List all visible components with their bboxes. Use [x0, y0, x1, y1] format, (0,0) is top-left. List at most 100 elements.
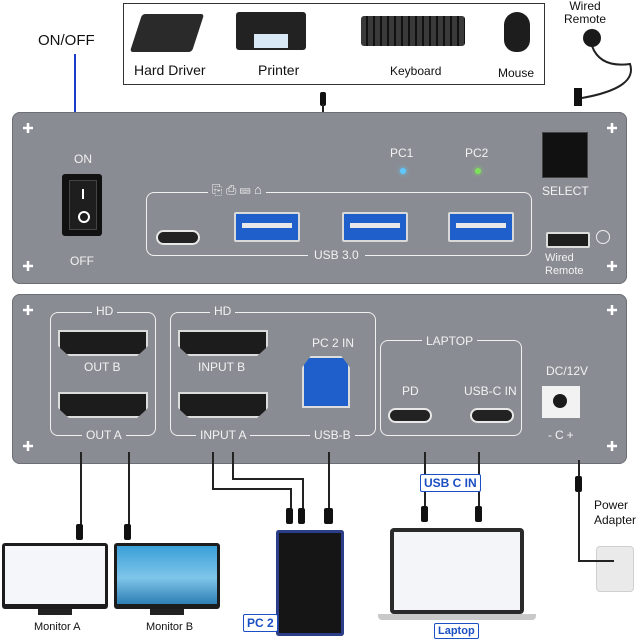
screw-icon: [23, 441, 33, 451]
cable-usb-b: [328, 452, 330, 510]
usb-c-port[interactable]: [156, 230, 200, 245]
usb-a-port-2[interactable]: [342, 212, 408, 242]
printer-paper-icon: [254, 34, 288, 48]
cable-plug: [421, 506, 428, 522]
cable-input-2h: [232, 478, 304, 480]
select-label: SELECT: [542, 184, 589, 198]
screw-icon: [607, 305, 617, 315]
pc2-label: PC2: [465, 146, 489, 160]
monitor-b: [114, 543, 220, 609]
usb-c-in-badge: USB C IN: [420, 474, 481, 492]
hdmi-input-a-port[interactable]: [178, 392, 268, 418]
switch-on-label: ON: [74, 152, 92, 166]
pd-label: PD: [402, 384, 419, 398]
cable-out-a-1: [80, 452, 82, 530]
screw-icon: [607, 123, 617, 133]
wired-remote-port-label: Wired Remote: [545, 252, 584, 277]
hdmi-out-b-port[interactable]: [58, 330, 148, 356]
cable-plug: [76, 524, 83, 540]
power-switch[interactable]: [62, 174, 102, 236]
top-panel: ON OFF PC1 PC2 SELECT USB 3.0 ⎘ ⎙ ⌨ ⌂ Wi…: [12, 112, 627, 284]
bottom-panel: HD OUT B OUT A HD INPUT B INPUT A PC 2 I…: [12, 294, 627, 464]
hard-driver-label: Hard Driver: [134, 62, 206, 78]
power-adapter-icon: [596, 546, 634, 592]
cable-plug: [298, 508, 305, 524]
pc1-label: PC1: [390, 146, 414, 160]
cable-plug: [286, 508, 293, 524]
keyboard-icon: [361, 16, 465, 46]
cable-input-2v: [302, 478, 304, 510]
out-a-label: OUT A: [82, 428, 126, 442]
screw-icon: [607, 441, 617, 451]
monitor-a: [2, 543, 108, 609]
on-off-callout: ON/OFF: [38, 32, 95, 49]
input-a-label: INPUT A: [196, 428, 251, 442]
screw-icon: [23, 261, 33, 271]
input-b-label: INPUT B: [198, 360, 246, 374]
keyboard-label: Keyboard: [390, 64, 442, 78]
hdmi-input-b-port[interactable]: [178, 330, 268, 356]
pc2-tower: [276, 530, 344, 636]
select-button[interactable]: [542, 132, 588, 178]
hd-out-label: HD: [92, 304, 118, 318]
dc-power-jack[interactable]: [542, 386, 580, 418]
monitor-b-screen: [117, 546, 217, 604]
switch-off-label: OFF: [70, 254, 94, 268]
out-b-label: OUT B: [84, 360, 121, 374]
cable-input-1h: [212, 488, 292, 490]
monitor-a-screen: [5, 546, 105, 604]
power-adapter-label: Power Adapter: [594, 498, 637, 527]
cable-plug: [575, 476, 582, 492]
polarity-label: -C+: [548, 428, 577, 442]
pc2-badge: PC 2: [243, 614, 278, 632]
usbc-in-label: USB-C IN: [464, 384, 517, 398]
printer-label: Printer: [258, 62, 300, 78]
peripheral-devices-box: Hard Driver Printer Keyboard Mouse: [123, 3, 545, 85]
pc1-led: [400, 168, 406, 174]
hd-input-group: [170, 312, 376, 436]
monitor-b-stand: [150, 609, 184, 615]
dc-label: DC/12V: [546, 364, 589, 378]
screw-icon: [23, 123, 33, 133]
cable-out-a-2: [128, 452, 130, 530]
laptop: [390, 528, 524, 614]
remote-jack-icon: [596, 230, 610, 244]
usb-c-in-port[interactable]: [470, 408, 514, 423]
usb-a-port-3[interactable]: [448, 212, 514, 242]
screw-icon: [607, 261, 617, 271]
cable-input-1: [212, 452, 214, 488]
cable-plug: [475, 506, 482, 522]
usb-b-label: USB-B: [310, 428, 355, 442]
wired-remote-port[interactable]: [546, 232, 590, 248]
usb-c-pd-port[interactable]: [388, 408, 432, 423]
monitor-b-label: Monitor B: [146, 621, 194, 633]
dc-jack-hole: [553, 394, 567, 408]
hd-in-label: HD: [210, 304, 236, 318]
usb-3-label: USB 3.0: [308, 248, 365, 262]
cable-plug: [124, 524, 131, 540]
power-switch-rocker: [69, 180, 97, 230]
pc2-led: [475, 168, 481, 174]
cable-power: [578, 460, 580, 560]
switch-on-mark: [82, 189, 84, 199]
screw-icon: [23, 305, 33, 315]
monitor-a-stand: [38, 609, 72, 615]
wired-remote-callout: Wired Remote: [563, 0, 607, 26]
usb-b-port[interactable]: [302, 356, 350, 408]
cable-input-1v: [290, 488, 292, 510]
hard-drive-icon: [129, 14, 205, 52]
usb-a-port-1[interactable]: [234, 212, 300, 242]
cable-input-2: [232, 452, 234, 478]
usb-cable-plug-top: [320, 92, 326, 106]
wired-remote-cable: [574, 29, 632, 106]
mouse-icon: [504, 12, 530, 52]
usb-device-icons: ⎘ ⎙ ⌨ ⌂: [208, 182, 266, 198]
hdmi-out-a-port[interactable]: [58, 392, 148, 418]
laptop-base: [378, 614, 536, 620]
laptop-screen: [394, 532, 520, 610]
monitor-a-label: Monitor A: [34, 621, 81, 633]
laptop-badge: Laptop: [434, 623, 479, 639]
cable-plug: [324, 508, 333, 524]
cable-power-adapter: [578, 560, 614, 562]
pc2-in-label: PC 2 IN: [308, 336, 359, 350]
